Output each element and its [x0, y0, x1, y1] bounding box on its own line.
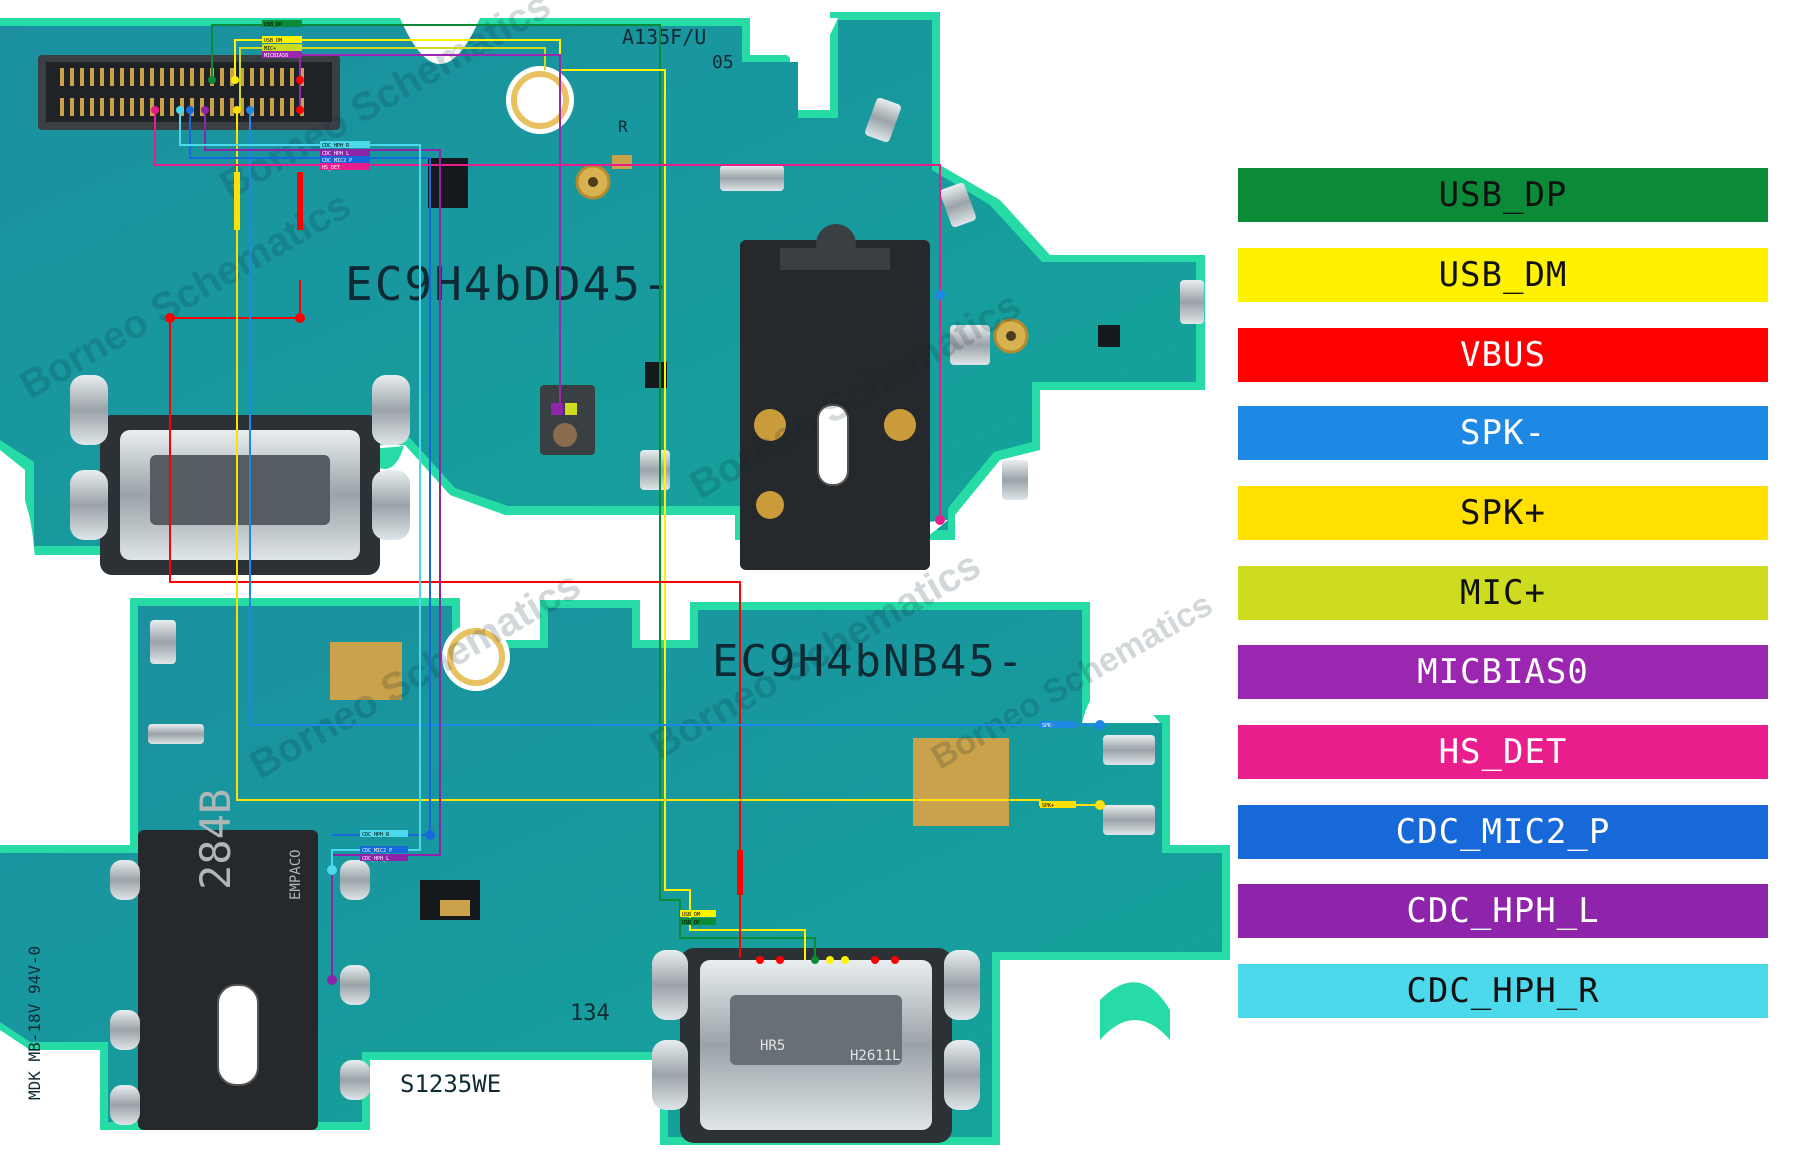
- bottom-board: EC9H4bNB45- 134 S1235WE MDK MB-18V 94V-0…: [0, 543, 1230, 1145]
- audio-jack-bottom: 284B EMPACO: [110, 789, 370, 1130]
- svg-text:USB_DP: USB_DP: [682, 920, 700, 926]
- svg-text:MIC+: MIC+: [264, 46, 276, 52]
- board-code-bottom: EC9H4bNB45-: [712, 636, 1025, 687]
- trace-hs-det: [154, 110, 941, 520]
- legend-label: HS_DET: [1438, 732, 1568, 772]
- trace-spk-minus-2: [249, 110, 1100, 726]
- svg-text:CDC_HPH_L: CDC_HPH_L: [362, 856, 389, 862]
- usb-c-port-bottom: HR5 H2611L: [652, 948, 980, 1143]
- legend-label: CDC_HPH_R: [1406, 971, 1600, 1011]
- legend-label: USB_DM: [1438, 255, 1568, 295]
- board-code-top: EC9H4bDD45-: [345, 257, 672, 311]
- legend-hs-det: HS_DET: [1238, 725, 1768, 779]
- svg-text:CDC_HPH_L: CDC_HPH_L: [322, 151, 349, 157]
- svg-text:USB_DP: USB_DP: [264, 22, 282, 28]
- svg-text:CDC_HPH_R: CDC_HPH_R: [322, 143, 350, 149]
- svg-text:HS_DET: HS_DET: [322, 165, 340, 171]
- top-mid-notch: [765, 18, 838, 62]
- trace-vbus-2: [169, 318, 741, 958]
- svg-text:SPK+: SPK+: [1042, 803, 1054, 809]
- svg-text:USB_DM: USB_DM: [682, 912, 700, 918]
- board-mark-r: R: [618, 117, 628, 136]
- svg-text:CDC_HPH_R: CDC_HPH_R: [362, 832, 390, 838]
- legend-label: CDC_HPH_L: [1406, 891, 1600, 931]
- legend-label: SPK+: [1460, 493, 1546, 533]
- legend-label: MICBIAS0: [1417, 652, 1589, 692]
- svg-text:CDC_MIC2_P: CDC_MIC2_P: [362, 848, 392, 854]
- svg-text:CDC_MIC2_P: CDC_MIC2_P: [322, 158, 352, 164]
- microphone: [553, 423, 577, 447]
- legend-label: MIC+: [1460, 573, 1546, 613]
- legend-mic-plus: MIC+: [1238, 566, 1768, 620]
- audio-jack-top: [740, 224, 930, 570]
- svg-text:SPK-: SPK-: [1042, 723, 1054, 729]
- board-model-text: A135F/U: [622, 25, 706, 49]
- legend-cdc-hph-r: CDC_HPH_R: [1238, 964, 1768, 1018]
- svg-text:MICBIAS0: MICBIAS0: [264, 53, 288, 59]
- trace-hph-r: [179, 110, 421, 870]
- legend-label: SPK-: [1460, 413, 1546, 453]
- legend-usb-dm: USB_DM: [1238, 248, 1768, 302]
- jack-marking: 284B: [191, 789, 240, 890]
- trace-hph-l: [204, 110, 441, 980]
- legend-micbias0: MICBIAS0: [1238, 645, 1768, 699]
- trace-mic-plus: [239, 47, 546, 110]
- legend-spk-plus: SPK+: [1238, 486, 1768, 540]
- board-revision-text: 05: [712, 52, 734, 73]
- legend-cdc-mic2-p: CDC_MIC2_P: [1238, 805, 1768, 859]
- trace-usb-dm: [234, 39, 806, 960]
- top-board: A135F/U 05 EC9H4bDD45- R: [0, 0, 1205, 575]
- legend-vbus: VBUS: [1238, 328, 1768, 382]
- pcb-number-text: 134: [570, 1001, 610, 1026]
- legend-usb-dp: USB_DP: [1238, 168, 1768, 222]
- jack-sub-marking: EMPACO: [288, 849, 304, 900]
- legend-label: USB_DP: [1438, 175, 1568, 215]
- pcb-text-side: MDK MB-18V 94V-0: [25, 946, 44, 1100]
- svg-text:USB_DM: USB_DM: [264, 38, 282, 44]
- legend-cdc-hph-l: CDC_HPH_L: [1238, 884, 1768, 938]
- legend-label: CDC_MIC2_P: [1395, 812, 1611, 852]
- ic-chip: [428, 158, 468, 208]
- pcb-text-bottom: S1235WE: [400, 1070, 501, 1098]
- gold-pad-grid: [330, 642, 402, 700]
- usb-text-1: HR5: [760, 1038, 785, 1054]
- legend-label: VBUS: [1460, 335, 1546, 375]
- shield-pad: [913, 738, 1009, 826]
- legend-spk-minus: SPK-: [1238, 406, 1768, 460]
- usb-text-2: H2611L: [850, 1048, 901, 1064]
- trace-labels: USB_DP USB_DM MIC+ MICBIAS0 CDC_HPH_R CD…: [262, 20, 1076, 926]
